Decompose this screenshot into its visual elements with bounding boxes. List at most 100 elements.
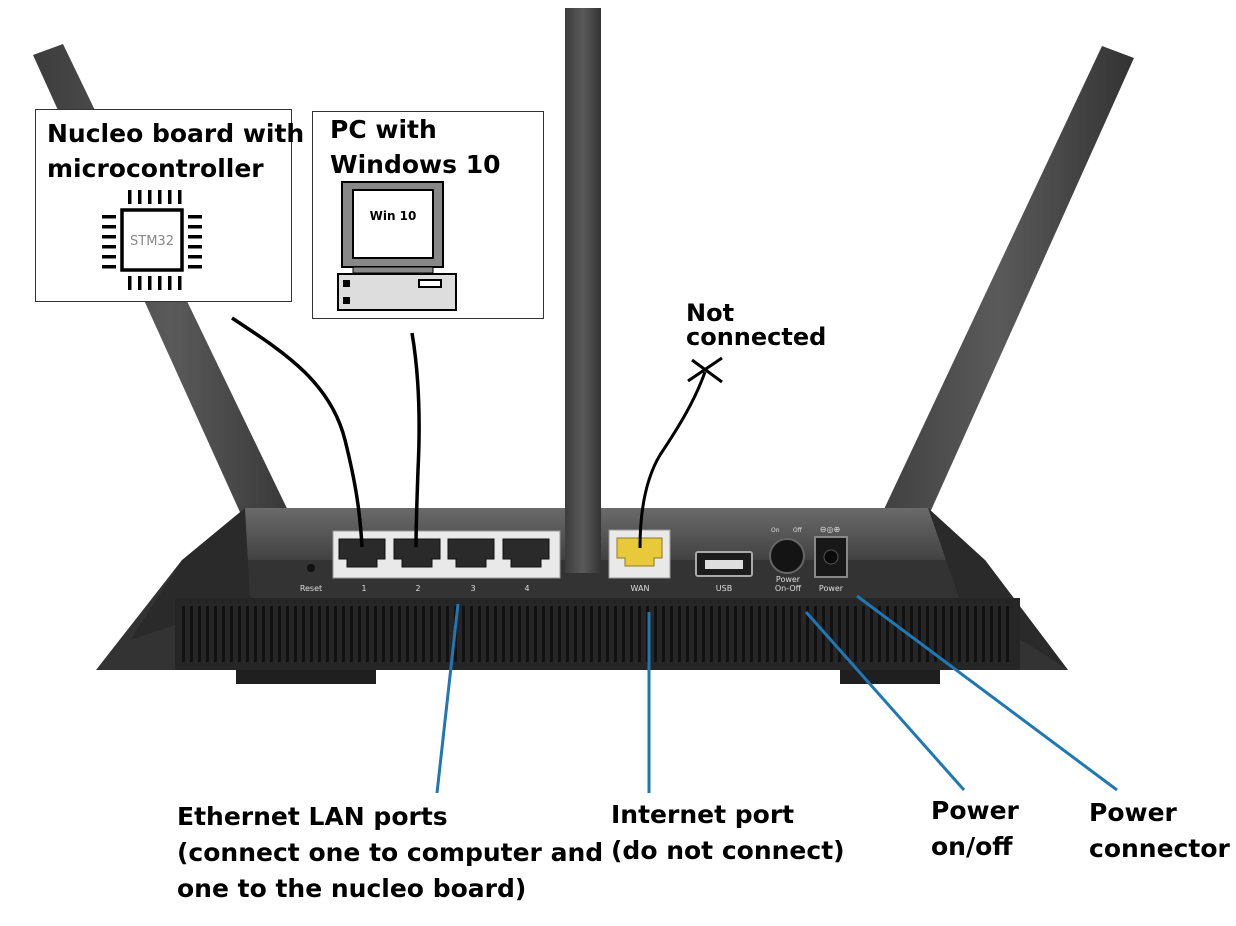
vent-slot bbox=[342, 606, 345, 662]
vent-slot bbox=[486, 606, 489, 662]
vent-slot bbox=[406, 606, 409, 662]
vent-slot bbox=[790, 606, 793, 662]
vent-slot bbox=[222, 606, 225, 662]
vent-slot bbox=[638, 606, 641, 662]
vent-slot bbox=[814, 606, 817, 662]
vent-slot bbox=[734, 606, 737, 662]
vent-slot bbox=[414, 606, 417, 662]
chip-pin bbox=[102, 245, 116, 249]
vent-slot bbox=[182, 606, 185, 662]
vent-slot bbox=[918, 606, 921, 662]
vent-slot bbox=[934, 606, 937, 662]
vent-slot bbox=[606, 606, 609, 662]
chip-pin bbox=[138, 276, 142, 290]
cross-mark-a bbox=[691, 358, 723, 384]
vent-slot bbox=[902, 606, 905, 662]
lan-port-2-icon bbox=[393, 538, 441, 568]
reset-button-icon bbox=[307, 564, 315, 572]
chip-label: STM32 bbox=[130, 234, 174, 249]
vent-slot bbox=[998, 606, 1001, 662]
nucleo-box: Nucleo board with microcontroller STM32 bbox=[35, 109, 304, 302]
vent-slot bbox=[446, 606, 449, 662]
chip-pin bbox=[102, 225, 116, 229]
power-connector-callout-line1: Power bbox=[1089, 798, 1177, 827]
vent-slot bbox=[926, 606, 929, 662]
vent-slot bbox=[782, 606, 785, 662]
vent-slot bbox=[678, 606, 681, 662]
vent-slot bbox=[398, 606, 401, 662]
vent-slot bbox=[774, 606, 777, 662]
vent-slot bbox=[750, 606, 753, 662]
power-jack-label: Power bbox=[819, 584, 844, 593]
vent-slot bbox=[286, 606, 289, 662]
callout-line-power-connector bbox=[856, 594, 1118, 792]
chip-pin bbox=[102, 265, 116, 269]
usb-label: USB bbox=[716, 584, 732, 593]
vent-slot bbox=[422, 606, 425, 662]
vent-slot bbox=[238, 606, 241, 662]
chip-pin bbox=[168, 276, 172, 290]
vent-slot bbox=[630, 606, 633, 662]
vent-slot bbox=[974, 606, 977, 662]
pc-title-line1: PC with bbox=[330, 115, 437, 144]
vent-slot bbox=[822, 606, 825, 662]
chip-pin bbox=[178, 276, 182, 290]
chip-pin bbox=[148, 190, 152, 204]
vent-slot bbox=[502, 606, 505, 662]
computer-icon: Win 10 bbox=[337, 181, 457, 311]
chip-pin bbox=[102, 255, 116, 259]
vent-slot bbox=[470, 606, 473, 662]
chip-pin bbox=[158, 190, 162, 204]
vent-slot bbox=[806, 606, 809, 662]
power-switch-icon bbox=[769, 538, 805, 574]
router-foot-left bbox=[236, 670, 376, 684]
lan-callout-line3: one to the nucleo board) bbox=[177, 874, 527, 903]
chip-pin bbox=[188, 215, 202, 219]
vent-slots bbox=[182, 606, 1009, 662]
reset-label: Reset bbox=[300, 584, 322, 593]
vent-slot bbox=[574, 606, 577, 662]
vent-slot bbox=[566, 606, 569, 662]
chip-pin bbox=[128, 276, 132, 290]
chip-pin bbox=[128, 190, 132, 204]
vent-slot bbox=[766, 606, 769, 662]
vent-slot bbox=[366, 606, 369, 662]
vent-slot bbox=[862, 606, 865, 662]
screen-label: Win 10 bbox=[370, 209, 417, 223]
cable-nucleo bbox=[231, 316, 364, 548]
vent-slot bbox=[430, 606, 433, 662]
vent-slot bbox=[990, 606, 993, 662]
chip-pin bbox=[178, 190, 182, 204]
pc-title-line2: Windows 10 bbox=[330, 150, 501, 179]
switch-on-label: On bbox=[771, 527, 780, 534]
vent-slot bbox=[950, 606, 953, 662]
vent-slot bbox=[382, 606, 385, 662]
internet-callout-line1: Internet port bbox=[611, 800, 795, 829]
wan-port-icon bbox=[616, 537, 663, 567]
callout-line-lan bbox=[435, 603, 460, 794]
vent-slot bbox=[958, 606, 961, 662]
power-onoff-callout-line1: Power bbox=[931, 796, 1019, 825]
vent-slot bbox=[726, 606, 729, 662]
vent-slot bbox=[254, 606, 257, 662]
vent-slot bbox=[870, 606, 873, 662]
power-switch-label-1: Power bbox=[776, 575, 801, 584]
chip-pin bbox=[102, 235, 116, 239]
vent-slot bbox=[334, 606, 337, 662]
router-foot-right bbox=[840, 670, 940, 684]
vent-slot bbox=[350, 606, 353, 662]
center-antenna bbox=[565, 8, 601, 573]
vent-slot bbox=[654, 606, 657, 662]
vent-slot bbox=[190, 606, 193, 662]
vent-slot bbox=[798, 606, 801, 662]
vent-slot bbox=[742, 606, 745, 662]
vent-slot bbox=[358, 606, 361, 662]
vent-slot bbox=[670, 606, 673, 662]
power-switch-label-2: On-Off bbox=[775, 584, 802, 593]
chip-pin bbox=[188, 265, 202, 269]
power-onoff-callout-line2: on/off bbox=[931, 832, 1013, 861]
vent-slot bbox=[982, 606, 985, 662]
vent-slot bbox=[294, 606, 297, 662]
vent-slot bbox=[702, 606, 705, 662]
vent-slot bbox=[966, 606, 969, 662]
